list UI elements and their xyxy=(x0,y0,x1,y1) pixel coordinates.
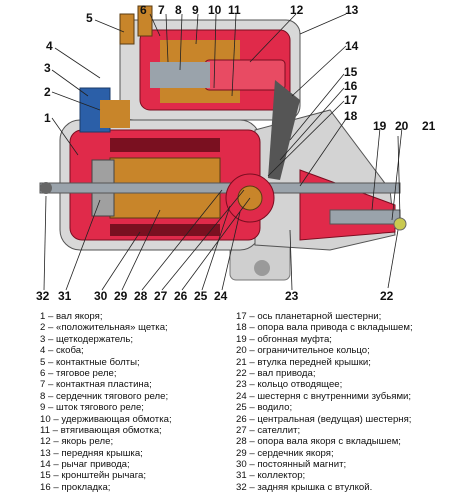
callout-2: 2 xyxy=(44,85,51,99)
callout-7: 7 xyxy=(158,3,165,17)
callout-15: 15 xyxy=(344,65,358,79)
callout-12: 12 xyxy=(290,3,304,17)
legend-item: 27 – сателлит; xyxy=(236,424,301,436)
callout-22: 22 xyxy=(380,289,394,303)
callout-21: 21 xyxy=(422,119,436,133)
callout-17: 17 xyxy=(344,93,358,107)
starter-cutaway-illustration: 1 2 3 4 5 6 7 8 9 10 11 12 13 14 15 16 1… xyxy=(36,3,436,303)
legend-item: 22 – вал привода; xyxy=(236,367,316,379)
relay-armature xyxy=(204,59,286,91)
legend-item: 13 – передняя крышка; xyxy=(40,447,143,459)
callout-11: 11 xyxy=(228,3,241,17)
contact-bolt xyxy=(119,13,135,45)
legend-item: 32 – задняя крышка с втулкой. xyxy=(236,481,373,493)
hold-winding xyxy=(160,40,240,62)
legend-item: 11 – втягивающая обмотка; xyxy=(40,424,162,436)
callout-26: 26 xyxy=(174,289,188,303)
legend-item: 28 – опора вала якоря с вкладышем; xyxy=(236,436,401,448)
callout-27: 27 xyxy=(154,289,168,303)
legend-column-left: 1 – вал якоря; 2 – «положительная» щетка… xyxy=(40,311,200,493)
legend-item: 16 – прокладка; xyxy=(40,481,111,493)
callout-19: 19 xyxy=(373,119,387,133)
legend-item: 14 – рычаг привода; xyxy=(40,459,130,471)
legend-item: 30 – постоянный магнит; xyxy=(236,459,347,471)
positive-brush xyxy=(100,100,130,128)
callout-25: 25 xyxy=(194,289,208,303)
drive-shaft xyxy=(329,209,401,225)
callout-24: 24 xyxy=(214,289,228,303)
callout-20: 20 xyxy=(395,119,409,133)
callout-8: 8 xyxy=(175,3,182,17)
callout-18: 18 xyxy=(344,109,358,123)
drive-lever xyxy=(268,80,300,180)
callout-5: 5 xyxy=(86,11,93,25)
callout-6: 6 xyxy=(140,3,147,17)
front-cover-bushing xyxy=(393,217,407,231)
legend-item: 19 – обгонная муфта; xyxy=(236,333,332,345)
parts-legend: 1 – вал якоря; 2 – «положительная» щетка… xyxy=(0,311,474,493)
legend-item: 31 – коллектор; xyxy=(236,470,306,482)
legend-item: 5 – контактные болты; xyxy=(40,356,140,368)
callout-13: 13 xyxy=(345,3,359,17)
callout-31: 31 xyxy=(58,289,72,303)
callout-28: 28 xyxy=(134,289,148,303)
permanent-magnet xyxy=(110,138,220,152)
armature-shaft xyxy=(39,182,401,194)
legend-item: 7 – контактная пластина; xyxy=(40,379,152,391)
callout-32: 32 xyxy=(36,289,50,303)
legend-item: 29 – сердечник якоря; xyxy=(236,447,334,459)
callout-3: 3 xyxy=(44,61,51,75)
callout-10: 10 xyxy=(208,3,222,17)
legend-item: 25 – водило; xyxy=(236,402,293,414)
legend-item: 9 – шток тягового реле; xyxy=(40,402,144,414)
legend-item: 10 – удерживающая обмотка; xyxy=(40,413,172,425)
legend-item: 18 – опора вала привода с вкладышем; xyxy=(236,322,413,334)
legend-item: 6 – тяговое реле; xyxy=(40,367,117,379)
legend-item: 8 – сердечник тягового реле; xyxy=(40,390,169,402)
legend-item: 23 – кольцо отводящее; xyxy=(236,379,343,391)
legend-item: 17 – ось планетарной шестерни; xyxy=(236,311,382,322)
mounting-hole xyxy=(254,260,270,276)
callout-9: 9 xyxy=(192,3,199,17)
legend-item: 12 – якорь реле; xyxy=(40,436,114,448)
callout-30: 30 xyxy=(94,289,108,303)
callout-29: 29 xyxy=(114,289,128,303)
legend-item: 21 – втулка передней крышки; xyxy=(236,356,371,368)
callout-23: 23 xyxy=(285,289,299,303)
legend-item: 4 – скоба; xyxy=(40,345,84,357)
legend-item: 20 – ограничительное кольцо; xyxy=(236,345,370,357)
legend-item: 2 – «положительная» щетка; xyxy=(40,322,168,334)
starter-cutaway-diagram: 1 2 3 4 5 6 7 8 9 10 11 12 13 14 15 16 1… xyxy=(36,3,436,303)
legend-item: 15 – кронштейн рычага; xyxy=(40,470,146,482)
callout-4: 4 xyxy=(46,39,53,53)
rear-cover-bushing xyxy=(40,182,52,194)
legend-item: 26 – центральная (ведущая) шестерня; xyxy=(236,413,412,425)
callout-14: 14 xyxy=(345,39,359,53)
callout-1: 1 xyxy=(44,111,51,125)
contact-bolt xyxy=(137,5,153,37)
permanent-magnet xyxy=(110,224,220,236)
legend-item: 24 – шестерня с внутренними зубьями; xyxy=(236,390,412,402)
legend-item: 3 – щеткодержатель; xyxy=(40,333,134,345)
legend-item: 1 – вал якоря; xyxy=(40,311,103,322)
callout-16: 16 xyxy=(344,79,358,93)
leader-lines xyxy=(43,13,403,291)
legend-column-right: 17 – ось планетарной шестерни; 18 – опор… xyxy=(236,311,474,493)
